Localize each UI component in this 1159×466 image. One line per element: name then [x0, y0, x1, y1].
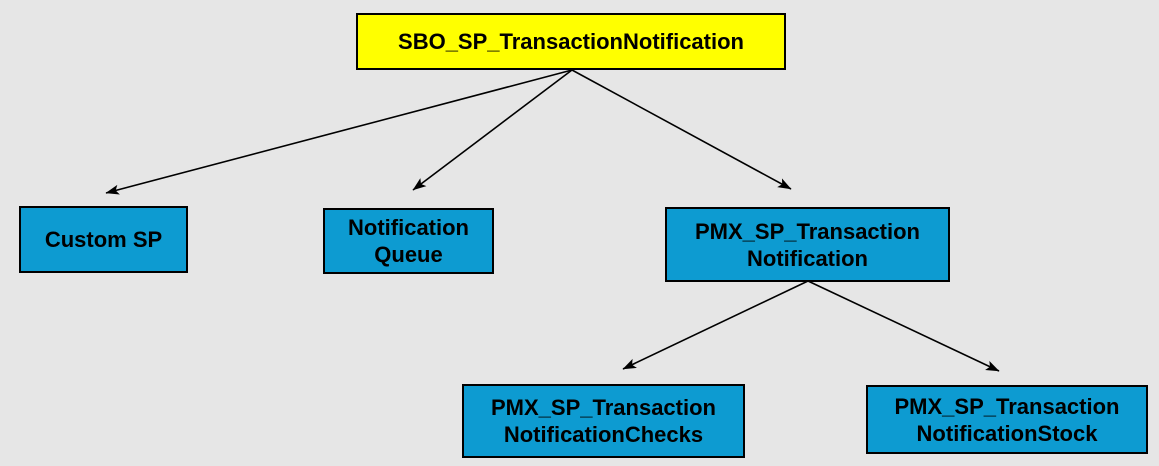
node-notification-queue: Notification Queue	[323, 208, 494, 274]
node-label-line: Custom SP	[44, 227, 163, 252]
node-label-line: SBO_SP_TransactionNotification	[398, 29, 744, 54]
edge-pmx-main-to-pmx-stock	[807, 280, 1000, 372]
node-label-line: PMX_SP_Transaction	[491, 395, 716, 420]
node-pmx-sp-transactionnotificationstock: PMX_SP_Transaction NotificationStock	[866, 385, 1148, 454]
edge-pmx-main-to-pmx-checks	[622, 280, 809, 370]
node-pmx-sp-transactionnotificationchecks: PMX_SP_Transaction NotificationChecks	[462, 384, 745, 458]
node-label-line: NotificationChecks	[503, 422, 704, 447]
edge-root-to-pmx-main	[571, 69, 792, 190]
node-label-line: PMX_SP_Transaction	[894, 393, 1120, 419]
node-custom-sp: Custom SP	[19, 206, 188, 273]
node-label-line: Queue	[374, 242, 443, 267]
node-label-line: Notification	[348, 215, 469, 240]
edge-root-to-custom-sp	[105, 69, 573, 195]
node-label-line: PMX_SP_Transaction	[695, 218, 920, 244]
node-sbo-sp-transactionnotification: SBO_SP_TransactionNotification	[356, 13, 786, 70]
edge-root-to-notification-queue	[412, 69, 573, 191]
node-label-line: Notification	[747, 245, 868, 271]
node-label-line: NotificationStock	[916, 420, 1098, 446]
node-pmx-sp-transactionnotification: PMX_SP_Transaction Notification	[665, 207, 950, 282]
